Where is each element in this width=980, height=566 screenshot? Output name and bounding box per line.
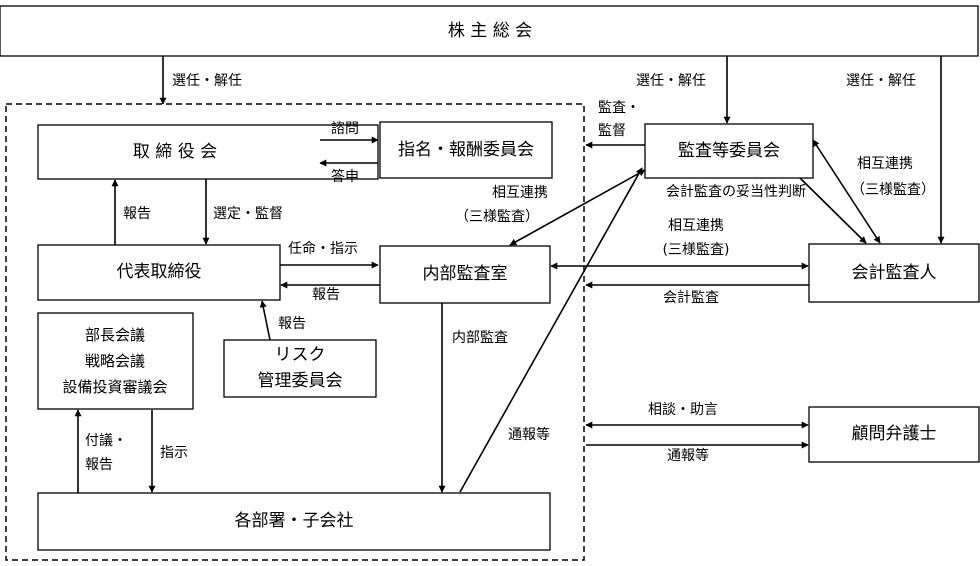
meetings-line-1: 部長会議: [85, 326, 145, 344]
submit-report-label-1: 付議・: [85, 432, 127, 449]
report-back-label: 答申: [331, 168, 359, 185]
internal-audit-label: 内部監査室: [423, 264, 508, 284]
whistle-left-arrow: [459, 167, 643, 493]
mutual-right-arrow-2: [799, 177, 867, 244]
elect-label-right: 選任・解任: [846, 73, 916, 89]
nomination-box: [379, 121, 553, 179]
accounting-auditor-label: 会計監査人: [852, 263, 937, 283]
mutual-center-label-1: 相互連携: [492, 185, 548, 201]
mutual-right-label-2: （三様監査）: [851, 181, 935, 198]
audit-committee-label: 監査等委員会: [678, 141, 780, 161]
validity-label: 会計監査の妥当性判断: [666, 183, 806, 200]
consult-label: 諮問: [331, 120, 359, 137]
board-label: 取 締 役 会: [133, 142, 217, 162]
advice-label: 相談・助言: [648, 402, 718, 418]
mutual-mid-label-1: 相互連携: [668, 218, 724, 234]
representative-label: 代表取締役: [117, 262, 202, 282]
mutual-right-label-1: 相互連携: [857, 156, 913, 172]
select-supervise-label: 選定・監督: [213, 205, 283, 222]
accounting-auditor-box: [808, 243, 980, 303]
departments-box: [37, 492, 551, 551]
audit-supervise-label-1: 監査・: [598, 99, 640, 116]
departments-label: 各部署・子会社: [235, 511, 354, 531]
submit-report-label-2: 報告: [85, 457, 113, 473]
appoint-instruct-label: 任命・指示: [288, 240, 358, 257]
report-rep-label: 報告: [312, 287, 340, 303]
internal-audit-arrow-label: 内部監査: [452, 329, 508, 346]
lawyer-label: 顧問弁護士: [852, 424, 937, 444]
internal-audit-box: [379, 245, 551, 304]
report-board-label: 報告: [123, 206, 151, 222]
audit-committee-box: [644, 123, 814, 179]
board-box: [37, 124, 379, 180]
whistle-right-label: 通報等: [667, 447, 709, 464]
lawyer-box: [808, 406, 980, 463]
risk-box: [223, 339, 377, 398]
risk-report-arrow: [259, 300, 271, 341]
whistle-left-label: 通報等: [508, 426, 550, 443]
shareholders-label: 株 主 総 会: [448, 21, 532, 41]
risk-line-1: リスク: [275, 345, 326, 365]
mutual-center-label-2: （三様監査）: [455, 208, 539, 225]
elect-label-left: 選任・解任: [172, 73, 242, 89]
shareholders-box: [0, 5, 979, 57]
representative-box: [37, 244, 281, 301]
company-boundary: [5, 103, 585, 561]
nomination-label: 指名・報酬委員会: [398, 140, 534, 160]
elect-label-mid: 選任・解任: [636, 73, 706, 89]
mutual-right-arrow-1: [812, 139, 881, 244]
meetings-line-2: 戦略会議: [85, 352, 145, 370]
report-risk-label: 報告: [278, 316, 306, 332]
meetings-line-3: 設備投資審議会: [62, 378, 167, 396]
mutual-center-arrow: [509, 169, 646, 246]
mutual-mid-label-2: (三様監査): [663, 241, 730, 258]
instruct-label: 指示: [160, 445, 188, 461]
accounting-audit-label: 会計監査: [663, 289, 719, 306]
meetings-box: [37, 312, 194, 410]
risk-line-2: 管理委員会: [258, 371, 343, 391]
audit-supervise-label-2: 監督: [598, 122, 626, 139]
